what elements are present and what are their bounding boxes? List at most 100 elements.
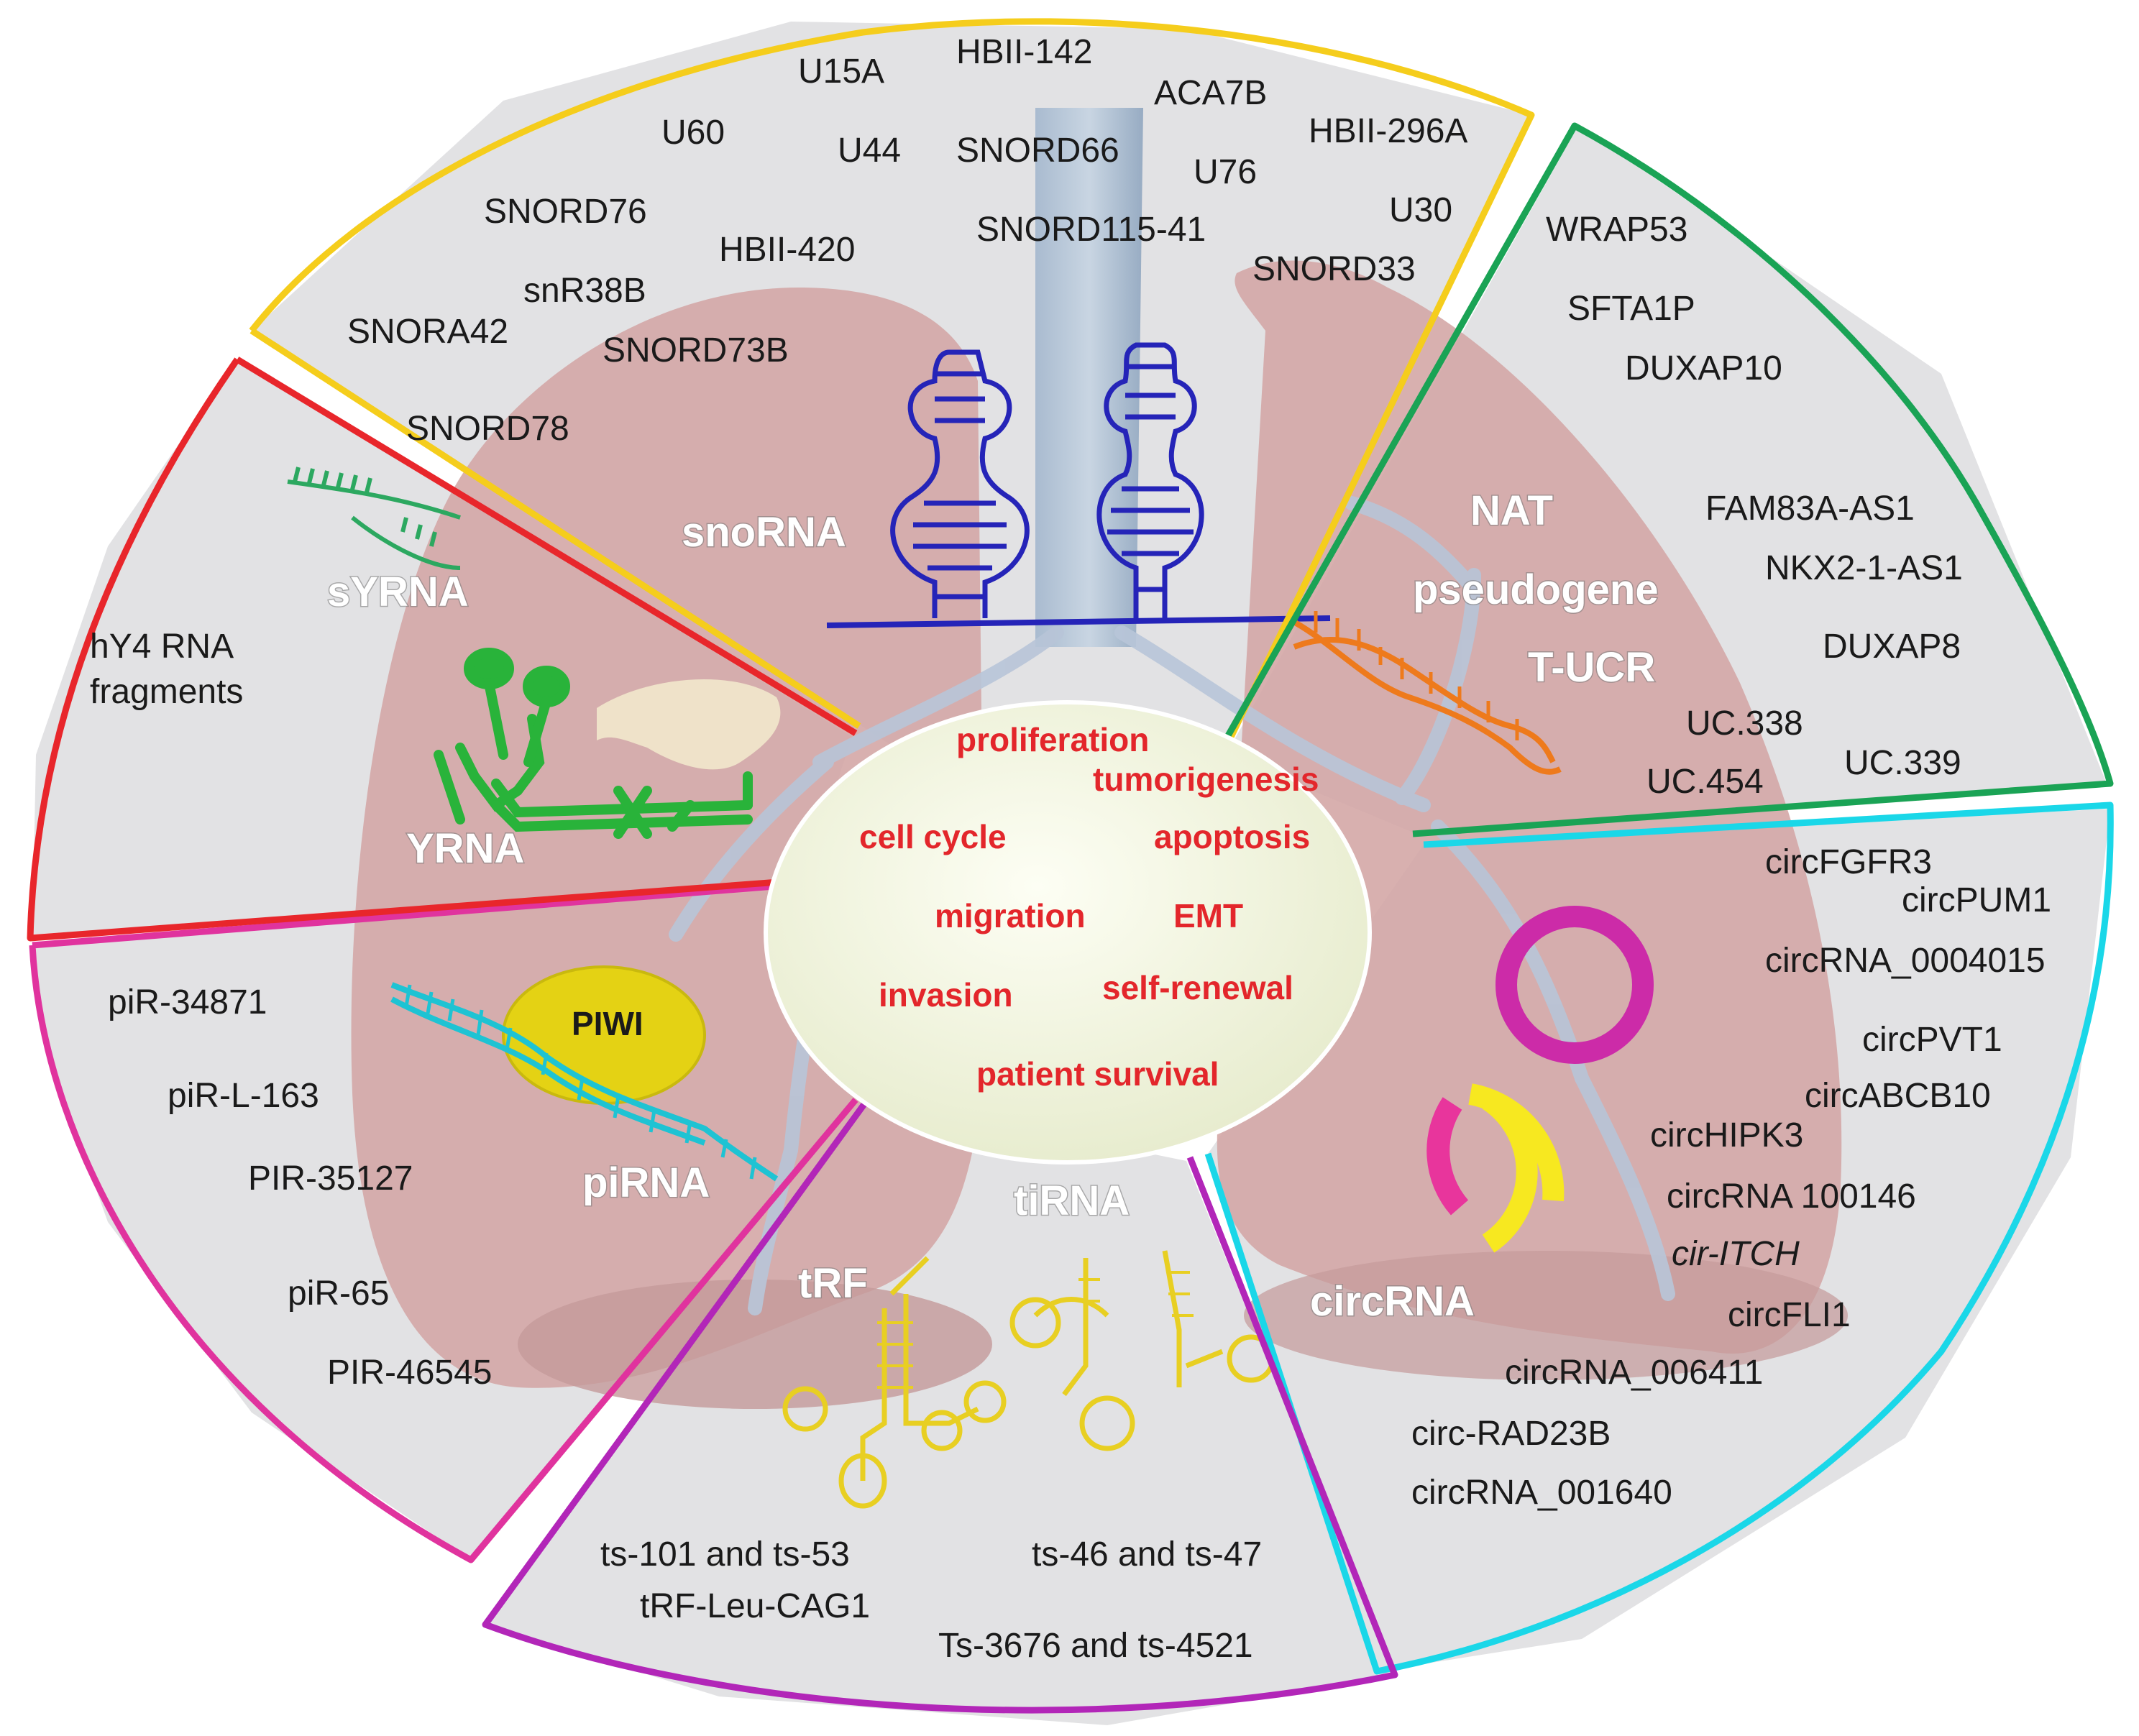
circRNA-item: circRNA 100146 bbox=[1667, 1177, 1916, 1216]
snoRNA-item: SNORD33 bbox=[1252, 250, 1416, 288]
lncRNA-item: UC.338 bbox=[1686, 704, 1803, 743]
circRNA-border bbox=[1204, 802, 2114, 1675]
circRNA-items: circFGFR3 circPUM1 circRNA_0004015 circP… bbox=[1411, 843, 2051, 1512]
right-lung bbox=[351, 288, 985, 1388]
lncRNA-item: WRAP53 bbox=[1546, 211, 1687, 249]
circRNA-item: circHIPK3 bbox=[1650, 1116, 1803, 1154]
effect-tumorigenesis: tumorigenesis bbox=[1093, 761, 1319, 798]
snoRNA-item: ACA7B bbox=[1154, 74, 1267, 112]
snoRNA-item: U76 bbox=[1194, 153, 1257, 191]
lncRNA-item: DUXAP10 bbox=[1625, 349, 1782, 387]
snoRNA-item: SNORD73B bbox=[603, 331, 789, 369]
piRNA-item: piR-L-163 bbox=[168, 1077, 319, 1115]
tsRNA-item: tRF-Leu-CAG1 bbox=[640, 1587, 870, 1625]
sYRNA-structure bbox=[287, 467, 461, 570]
circRNA-magenta-ring bbox=[1496, 906, 1654, 1064]
piRNA-items: piR-34871 piR-L-163 PIR-35127 piR-65 PIR… bbox=[108, 983, 492, 1392]
sector-borders bbox=[27, 18, 2114, 1714]
effect-proliferation: proliferation bbox=[956, 721, 1149, 758]
snoRNA-item: U30 bbox=[1389, 191, 1452, 229]
snoRNA-border bbox=[249, 18, 1535, 756]
tsRNA-structures bbox=[782, 1250, 1275, 1509]
circRNA-item: circFGFR3 bbox=[1765, 843, 1932, 881]
center-effects-ellipse bbox=[764, 700, 1372, 1165]
tsRNA-border bbox=[482, 1094, 1398, 1714]
snoRNA-hairpin-1-rungs bbox=[913, 371, 1007, 600]
snoRNA-item: SNORD76 bbox=[484, 193, 647, 231]
snoRNA-item: SNORD78 bbox=[406, 410, 569, 448]
T-UCR-title: T-UCR bbox=[1528, 644, 1655, 691]
lncRNA-border bbox=[1212, 122, 2114, 837]
NAT-title: NAT bbox=[1470, 487, 1553, 534]
effect-patient-survival: patient survival bbox=[976, 1055, 1219, 1093]
circRNA-item: circRNA_006411 bbox=[1505, 1354, 1763, 1392]
tissue-fragment bbox=[597, 679, 781, 770]
circRNA-item: circRNA_0004015 bbox=[1765, 942, 2046, 980]
circRNA-item: circRNA_001640 bbox=[1411, 1474, 1672, 1512]
circRNA-item: circABCB10 bbox=[1805, 1077, 1991, 1115]
category-titles: snoRNA sYRNA YRNA piRNA tRF tiRNA circRN… bbox=[326, 487, 1660, 1326]
circRNA-item: circPVT1 bbox=[1862, 1021, 2002, 1059]
piRNA-item: piR-34871 bbox=[108, 983, 267, 1021]
snoRNA-item: U60 bbox=[661, 114, 725, 152]
effects-list: proliferation tumorigenesis cell cycle a… bbox=[859, 721, 1319, 1093]
piRNA-item: PIR-35127 bbox=[248, 1159, 413, 1198]
circRNA-title: circRNA bbox=[1310, 1278, 1475, 1325]
piRNA-structure bbox=[390, 965, 779, 1182]
sYRNA-title: sYRNA bbox=[327, 569, 469, 615]
tsRNA-item: ts-101 and ts-53 bbox=[600, 1535, 850, 1574]
tsRNA-item: Ts-3676 and ts-4521 bbox=[938, 1627, 1253, 1665]
YRNA-border bbox=[27, 357, 858, 942]
lung-base-shadow bbox=[518, 1280, 992, 1409]
snoRNA-item: U44 bbox=[838, 132, 901, 170]
YRNA-title: YRNA bbox=[406, 825, 524, 872]
snoRNA-item: snR38B bbox=[523, 272, 646, 310]
circRNA-item: circPUM1 bbox=[1902, 881, 2051, 919]
pseudogene-title: pseudogene bbox=[1413, 566, 1659, 613]
snoRNA-item: HBII-296A bbox=[1309, 112, 1467, 150]
circRNA-structure bbox=[1426, 906, 1654, 1253]
lung-base-shadow-left bbox=[1244, 1251, 1848, 1380]
piRNA-item: PIR-46545 bbox=[327, 1354, 492, 1392]
snoRNA-item: SNORD115-41 bbox=[976, 211, 1206, 249]
piRNA-title: piRNA bbox=[582, 1159, 710, 1206]
circRNA-split-magenta bbox=[1426, 1097, 1469, 1216]
effect-apoptosis: apoptosis bbox=[1154, 818, 1310, 855]
snoRNA-structure bbox=[826, 342, 1331, 628]
snoRNA-item: U15A bbox=[798, 52, 884, 91]
tiRNA-title: tiRNA bbox=[1014, 1177, 1130, 1224]
effect-invasion: invasion bbox=[879, 976, 1013, 1014]
piRNA-strand bbox=[390, 982, 779, 1182]
tsRNA-item: ts-46 and ts-47 bbox=[1032, 1535, 1262, 1574]
lncRNA-item: DUXAP8 bbox=[1823, 628, 1961, 666]
YRNA-structure bbox=[434, 648, 753, 839]
circRNA-item: cir-ITCH bbox=[1672, 1235, 1800, 1273]
piRNA-item: piR-65 bbox=[288, 1275, 389, 1313]
YRNA-items: hY4 RNA fragments bbox=[90, 628, 243, 711]
piwi-label: PIWI bbox=[572, 1005, 643, 1042]
lncRNA-item: SFTA1P bbox=[1567, 290, 1695, 328]
effect-migration: migration bbox=[935, 897, 1086, 934]
snoRNA-hairpin-2-rungs bbox=[1107, 364, 1194, 592]
circRNA-item: circ-RAD23B bbox=[1411, 1415, 1611, 1453]
YRNA-item: hY4 RNA bbox=[90, 628, 234, 666]
circRNA-item: circFLI1 bbox=[1728, 1296, 1851, 1334]
lncRNA-item: FAM83A-AS1 bbox=[1705, 490, 1915, 528]
snoRNA-item: SNORA42 bbox=[347, 313, 508, 351]
tRF-title: tRF bbox=[798, 1260, 868, 1307]
lung-illustration bbox=[351, 108, 1848, 1409]
lncRNA-item: NKX2-1-AS1 bbox=[1765, 549, 1963, 587]
snoRNA-item: HBII-142 bbox=[956, 33, 1092, 71]
effect-self-renewal: self-renewal bbox=[1102, 969, 1293, 1006]
lncRNA-items: WRAP53 SFTA1P DUXAP10 FAM83A-AS1 NKX2-1-… bbox=[1546, 211, 1963, 801]
piRNA-border bbox=[29, 881, 858, 1563]
YRNA-item: fragments bbox=[90, 673, 243, 711]
left-lung bbox=[1217, 260, 1842, 1354]
snoRNA-item: HBII-420 bbox=[719, 231, 855, 269]
tsRNA-items: ts-101 and ts-53 ts-46 and ts-47 tRF-Leu… bbox=[600, 1535, 1262, 1665]
effect-EMT: EMT bbox=[1173, 897, 1243, 934]
effect-cell-cycle: cell cycle bbox=[859, 818, 1007, 855]
lncRNA-item: UC.454 bbox=[1646, 763, 1764, 801]
snoRNA-title: snoRNA bbox=[682, 509, 846, 556]
